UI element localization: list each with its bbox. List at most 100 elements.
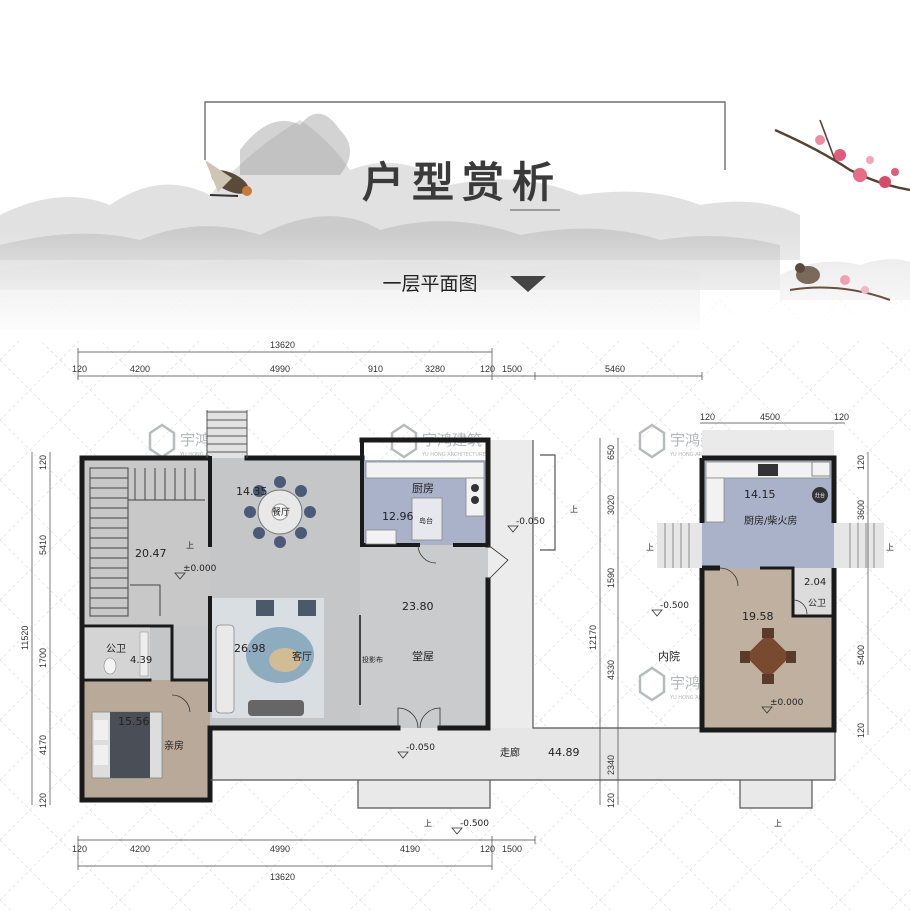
- bedroom-area-label: 15.56: [118, 715, 150, 728]
- bedroom-label: 亲房: [164, 739, 184, 752]
- dim-east-top-0: 120: [700, 412, 715, 422]
- east-east-step-up-label: 上: [886, 543, 894, 552]
- projection-label: 投影布: [362, 655, 383, 664]
- plum-blossom-icon: [774, 119, 910, 192]
- dim-bottom-0: 120: [72, 844, 87, 854]
- dim-mid-0: 650: [606, 445, 616, 460]
- dim-mid-5: 120: [606, 793, 616, 808]
- dimension-lines: [31, 348, 869, 870]
- dim-top-2: 4990: [270, 364, 290, 374]
- east-table-icon: [740, 628, 796, 684]
- dim-left-3: 4170: [38, 735, 48, 755]
- dining-table-icon: [244, 476, 316, 548]
- bird-right-icon: [789, 263, 891, 301]
- dim-mid-3: 4330: [606, 660, 616, 680]
- west-staircase: [89, 467, 205, 617]
- yard-label: 内院: [658, 649, 680, 663]
- dim-bottom-3: 4190: [400, 844, 420, 854]
- east-kitchen-fixtures: [705, 461, 831, 523]
- main-level-label: ±0.000: [183, 564, 217, 574]
- dim-top-0: 120: [72, 364, 87, 374]
- east-bath-label: 公卫: [808, 598, 826, 609]
- island-label: 岛台: [419, 516, 433, 525]
- page-title: 户型赏析: [362, 158, 562, 207]
- east-kitchen-area-label: 14.15: [744, 488, 776, 501]
- dim-top-5: 120: [480, 364, 495, 374]
- doors: [171, 544, 808, 729]
- ink-mountains: [0, 113, 910, 340]
- dim-right-0: 120: [856, 455, 866, 470]
- dim-top-7: 5460: [605, 364, 625, 374]
- bath-area-label: 4.39: [130, 655, 152, 666]
- walls: [79, 437, 491, 803]
- dim-left-total: 11520: [20, 626, 30, 650]
- dim-right-3: 120: [856, 723, 866, 738]
- dim-bottom-1: 4200: [130, 844, 150, 854]
- living-furniture: [212, 598, 361, 718]
- watermark-subtext: YU HONG ARCHITECTURE: [421, 452, 486, 458]
- dim-top-3: 910: [368, 364, 383, 374]
- dim-bottom-5: 1500: [502, 844, 522, 854]
- porch-up-label: 上: [570, 505, 578, 514]
- page-subtitle: 一层平面图: [382, 273, 477, 295]
- corridor-outline: [210, 440, 836, 809]
- dim-east-top-2: 120: [834, 412, 849, 422]
- east-room-area-label: 19.58: [742, 610, 774, 623]
- room-labels: 20.47 上 ±0.000 14.35 餐厅 厨房 12.96 岛台 -0.0…: [106, 482, 894, 829]
- dim-top-6: 1500: [502, 364, 522, 374]
- yard-level-label: -0.500: [660, 601, 689, 611]
- main-hall-label: 堂屋: [412, 650, 434, 663]
- dim-top-1: 4200: [130, 364, 150, 374]
- subtitle-arrow-icon: [510, 276, 546, 292]
- dining-area-label: 14.35: [236, 485, 268, 498]
- dim-right-2: 5400: [856, 645, 866, 665]
- dim-bottom-total: 13620: [270, 872, 295, 882]
- corridor-area-label: 44.89: [548, 746, 580, 759]
- gas-label: 灶台: [815, 492, 825, 499]
- dim-top-total: 13620: [270, 340, 295, 350]
- east-kitchen-label: 厨房/柴火房: [744, 514, 797, 527]
- east-bath-area-label: 2.04: [804, 577, 826, 588]
- bath-label: 公卫: [106, 644, 126, 655]
- dim-left-0: 120: [38, 455, 48, 470]
- dim-right-1: 3600: [856, 500, 866, 520]
- dim-mid-2: 1590: [606, 568, 616, 588]
- dim-bottom-4: 120: [480, 844, 495, 854]
- kitchen-area-label: 12.96: [382, 510, 414, 523]
- dim-bottom-2: 4990: [270, 844, 290, 854]
- dim-mid-total: 12170: [588, 625, 598, 650]
- kitchen-fixtures: [365, 461, 485, 545]
- east-entry-up-label: 上: [774, 819, 782, 828]
- stair-up-label: 上: [186, 541, 194, 550]
- stair-area-label: 20.47: [135, 547, 167, 560]
- entry-level-label: -0.500: [460, 819, 489, 829]
- bed-icon: [91, 711, 163, 779]
- corridor-level-label: -0.050: [406, 743, 435, 753]
- dim-left-2: 1700: [38, 648, 48, 668]
- bird-left-icon: [205, 160, 252, 197]
- corridor-label: 走廊: [500, 746, 520, 759]
- watermark-subtext: YU HONG ARCHITECTURE: [669, 452, 734, 458]
- title-frame: [204, 101, 726, 211]
- living-room-label: 客厅: [292, 650, 312, 663]
- level-markers: [174, 525, 773, 835]
- east-steps: [664, 523, 875, 568]
- dim-left-4: 120: [38, 793, 48, 808]
- dim-east-top-1: 4500: [760, 412, 780, 422]
- floor-fills: [82, 410, 835, 808]
- dining-room-label: 餐厅: [272, 506, 290, 518]
- hall-area-label: 23.80: [402, 600, 434, 613]
- east-level-label: ±0.000: [770, 698, 804, 708]
- bath-fixtures: [103, 631, 149, 677]
- kitchen-label: 厨房: [412, 482, 434, 495]
- dimension-text: 13620 120 4200 4990 910 3280 120 1500 54…: [20, 340, 866, 882]
- dim-mid-4: 2340: [606, 755, 616, 775]
- dim-left-1: 5410: [38, 535, 48, 555]
- entry-up-label: 上: [424, 819, 432, 828]
- dim-mid-1: 3020: [606, 495, 616, 515]
- east-west-step-up-label: 上: [646, 543, 654, 552]
- living-area-label: 26.98: [234, 642, 266, 655]
- dim-top-4: 3280: [425, 364, 445, 374]
- top-landing-stair: [206, 410, 248, 458]
